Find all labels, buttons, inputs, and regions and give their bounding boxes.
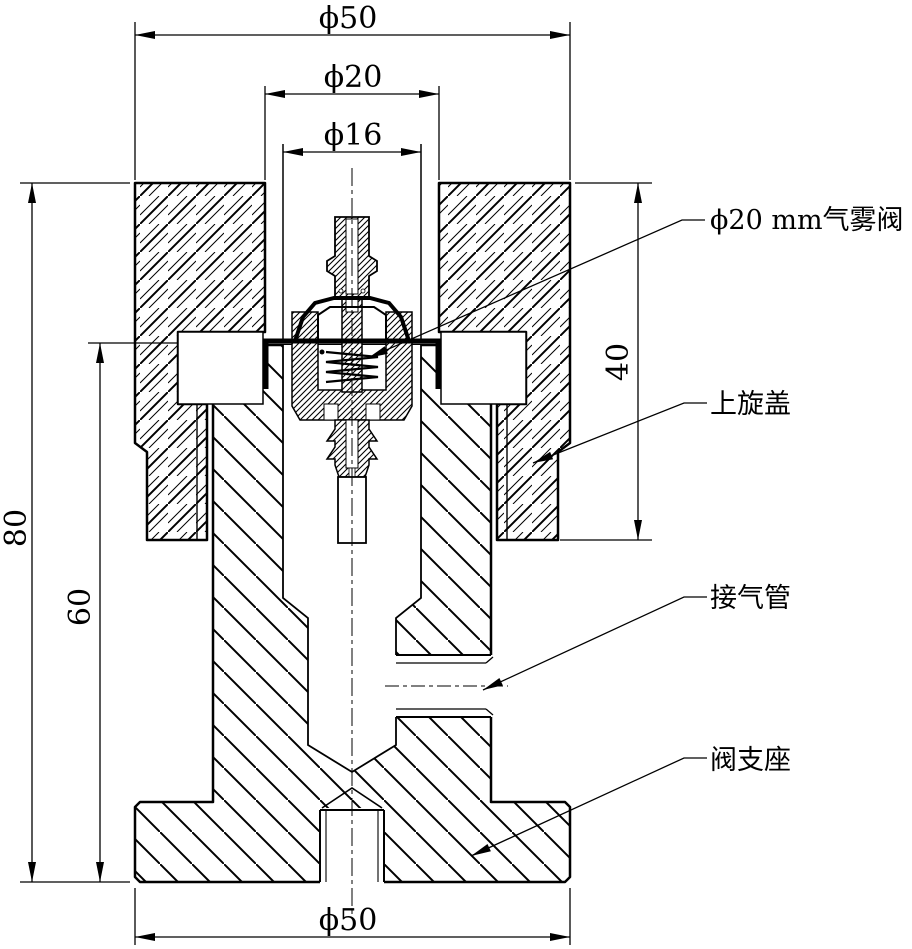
dim-overall-height	[20, 182, 130, 883]
dimensions	[20, 22, 652, 945]
centerlines	[351, 168, 508, 915]
leader-base	[470, 757, 707, 857]
label-air-pipe: 接气管	[710, 583, 791, 614]
housing-leg-notch-right	[365, 403, 381, 421]
dim-label-base-diameter: ϕ50	[319, 903, 378, 938]
spring-wire-left	[319, 349, 325, 355]
dim-top-diameter	[134, 22, 571, 180]
cup-grooves	[177, 331, 527, 405]
dim-cup-diameter	[264, 86, 440, 180]
dim-label-bore-diameter: ϕ16	[324, 118, 383, 153]
valve-spring	[325, 350, 379, 384]
valve-housing	[291, 311, 413, 421]
stem-orifice-left	[338, 288, 344, 294]
cap-section	[133, 181, 572, 542]
stem-orifice-right	[360, 288, 366, 294]
dim-body-height	[88, 342, 178, 882]
label-valve: ϕ20 mm气雾阀	[710, 205, 904, 236]
dim-cap-height	[560, 182, 652, 541]
dim-bore-diameter	[283, 148, 421, 156]
dim-label-cup-diameter: ϕ20	[324, 60, 383, 95]
mounting-cup-pedestal	[317, 306, 387, 341]
leader-air-pipe	[482, 596, 707, 691]
label-cap: 上旋盖	[710, 389, 791, 420]
label-base: 阀支座	[710, 745, 791, 776]
leaders	[367, 219, 707, 857]
leader-cap	[532, 402, 707, 464]
housing-leg-notch-left	[323, 403, 339, 421]
dim-label-cap-height: 40	[601, 343, 636, 381]
leader-valve	[367, 219, 705, 359]
drill-cone	[321, 787, 383, 809]
dim-base-diameter	[134, 888, 571, 945]
dim-label-overall-height: 80	[0, 509, 34, 547]
dim-label-body-height: 60	[63, 588, 98, 626]
dim-label-top-diameter: ϕ50	[319, 1, 378, 36]
